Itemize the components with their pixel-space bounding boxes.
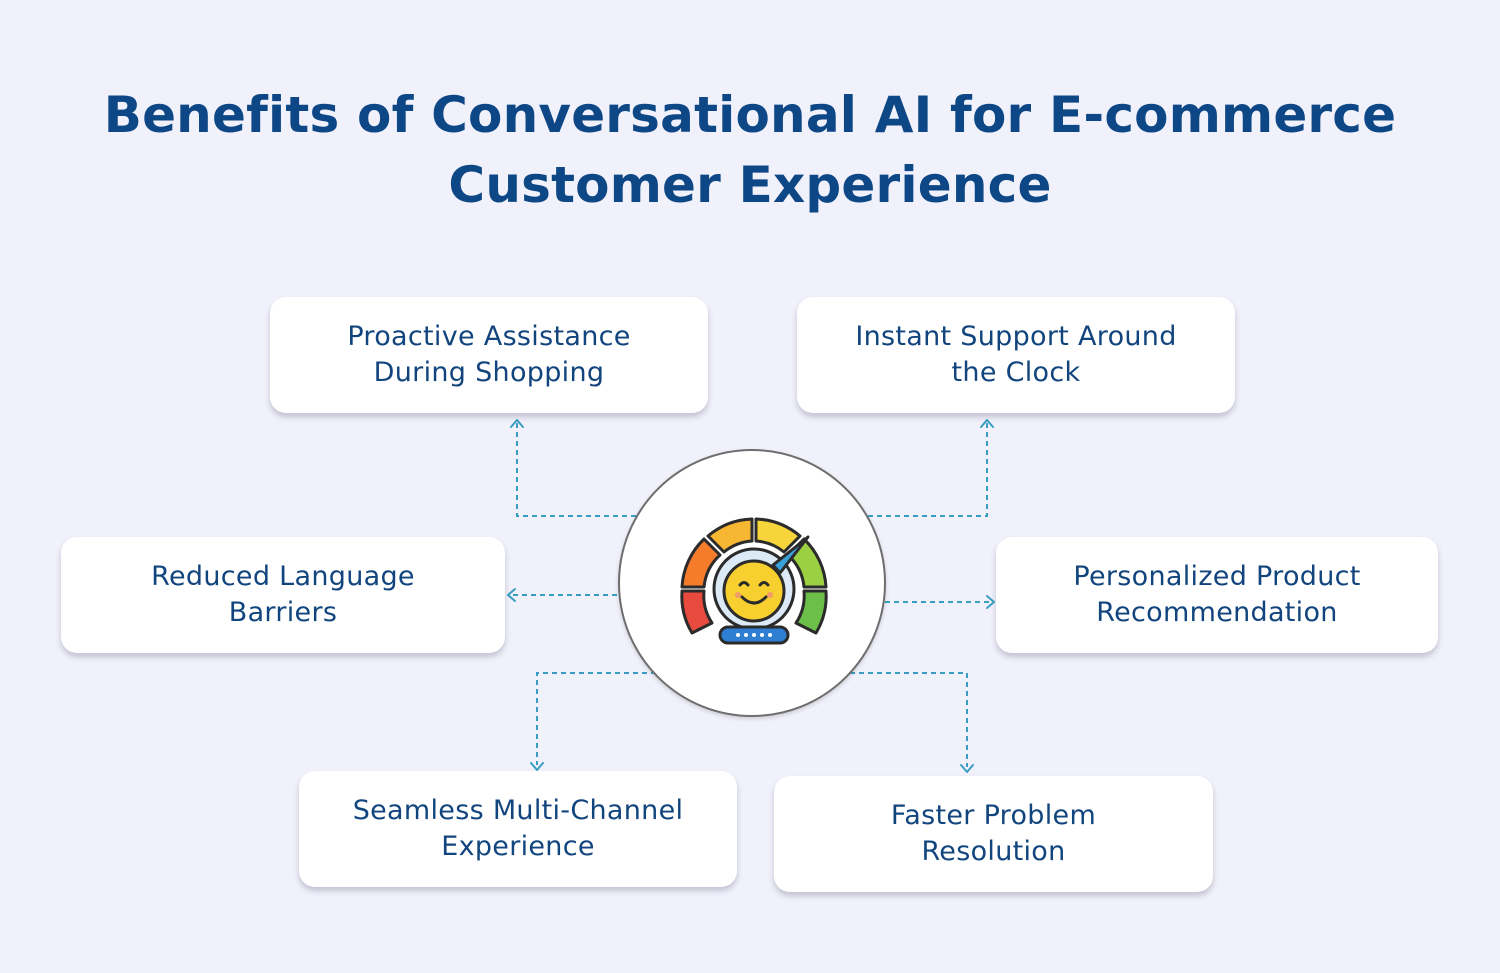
- benefit-label: the Clock: [951, 357, 1081, 388]
- benefit-label: During Shopping: [373, 357, 605, 388]
- benefit-label: Barriers: [228, 597, 338, 628]
- benefit-card-instant-support: Instant Support Around the Clock: [797, 297, 1235, 413]
- benefit-label: Seamless Multi-Channel: [352, 795, 684, 826]
- benefit-label: Instant Support Around: [855, 321, 1177, 352]
- benefit-label: Personalized Product: [1073, 561, 1361, 592]
- benefit-label: Recommendation: [1096, 597, 1338, 628]
- arrowhead-down-right: [960, 764, 974, 773]
- benefit-card-language-barriers: Reduced Language Barriers: [61, 537, 505, 653]
- arrowhead-left: [507, 588, 516, 602]
- benefit-card-faster-resolution: Faster Problem Resolution: [774, 776, 1213, 892]
- benefit-label: Reduced Language: [151, 561, 415, 592]
- arrowhead-down-left: [530, 762, 544, 771]
- benefit-label: Resolution: [921, 836, 1066, 867]
- benefit-label: Proactive Assistance: [347, 321, 631, 352]
- benefit-card-multi-channel: Seamless Multi-Channel Experience: [299, 771, 737, 887]
- title-line-1: Benefits of Conversational AI for E-comm…: [103, 86, 1397, 144]
- connector-instant-support: [868, 423, 988, 517]
- smiling-satisfaction-meter-icon: [680, 517, 828, 645]
- title-line-2: Customer Experience: [448, 156, 1052, 214]
- central-hub: [618, 449, 886, 717]
- arrowhead-up-right: [980, 419, 994, 428]
- benefit-label: Faster Problem: [890, 800, 1097, 831]
- arrowhead-right: [986, 595, 995, 609]
- connector-faster-resolution: [850, 672, 968, 767]
- page-title: Benefits of Conversational AI for E-comm…: [0, 80, 1500, 220]
- benefit-card-proactive-assistance: Proactive Assistance During Shopping: [270, 297, 708, 413]
- connector-proactive-assistance: [516, 423, 636, 517]
- benefit-card-personalized-recommendation: Personalized Product Recommendation: [996, 537, 1438, 653]
- arrowhead-up-left: [510, 419, 524, 428]
- connector-multi-channel: [536, 672, 656, 765]
- benefit-label: Experience: [441, 831, 595, 862]
